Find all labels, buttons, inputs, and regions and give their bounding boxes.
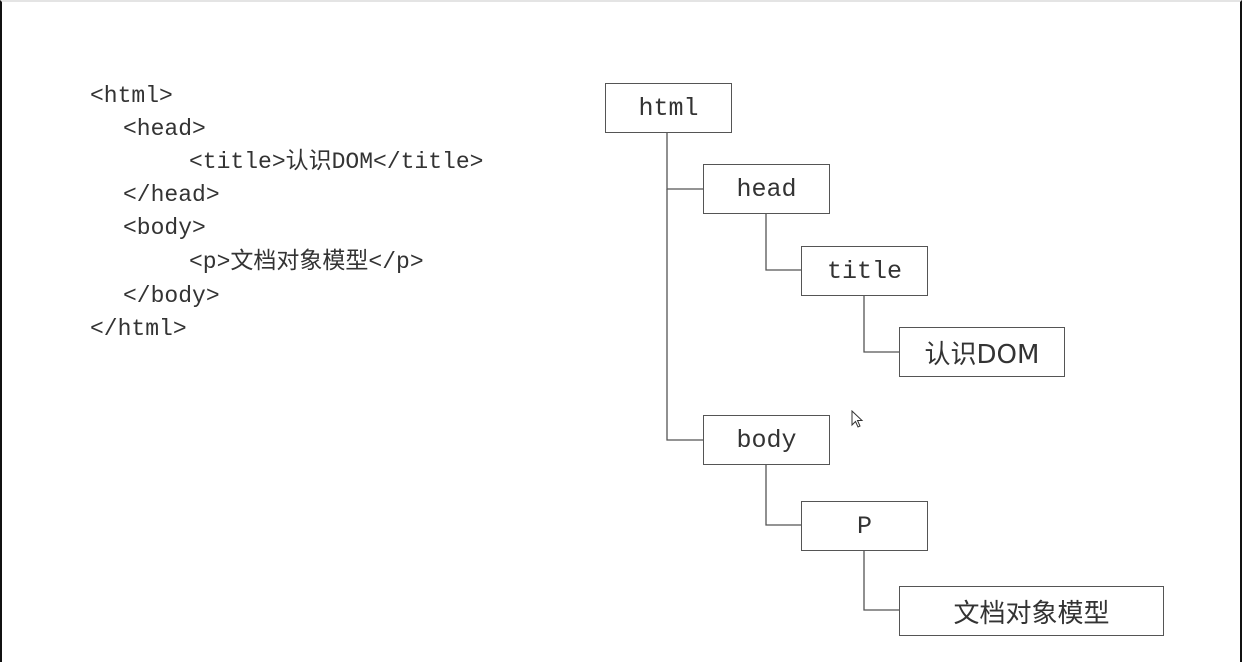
connector-p-text: [863, 549, 899, 611]
dom-node-body: body: [703, 415, 830, 465]
dom-node-html: html: [605, 83, 732, 133]
connector-body-p: [765, 464, 801, 526]
dom-node-head: head: [703, 164, 830, 214]
connector-html-head: [666, 132, 703, 190]
code-line-body-close: </body>: [123, 283, 220, 309]
code-line-head-close: </head>: [123, 182, 220, 208]
connector-title-text: [863, 295, 899, 353]
code-line-html-open: <html>: [90, 83, 173, 109]
dom-node-title-text-label: 认识DOM: [924, 339, 1040, 370]
dom-node-html-label: html: [638, 93, 699, 123]
dom-node-p-text-label: 文档对象模型: [953, 598, 1110, 629]
dom-node-title: title: [801, 246, 928, 296]
dom-node-p-text: 文档对象模型: [899, 586, 1164, 636]
code-line-body-open: <body>: [123, 215, 206, 241]
dom-node-body-label: body: [736, 425, 797, 455]
dom-node-title-text: 认识DOM: [899, 327, 1065, 377]
code-line-title: <title>认识DOM</title>: [189, 149, 484, 175]
connector-head-title: [765, 214, 801, 271]
connector-html-body: [666, 189, 703, 441]
dom-node-p-label: P: [856, 511, 872, 541]
code-line-html-close: </html>: [90, 316, 187, 342]
dom-node-title-label: title: [826, 256, 902, 286]
dom-node-head-label: head: [736, 174, 797, 204]
code-line-head-open: <head>: [123, 116, 206, 142]
code-line-p: <p>文档对象模型</p>: [189, 249, 424, 275]
mouse-pointer-icon: [851, 410, 864, 428]
dom-node-p: P: [801, 501, 928, 551]
